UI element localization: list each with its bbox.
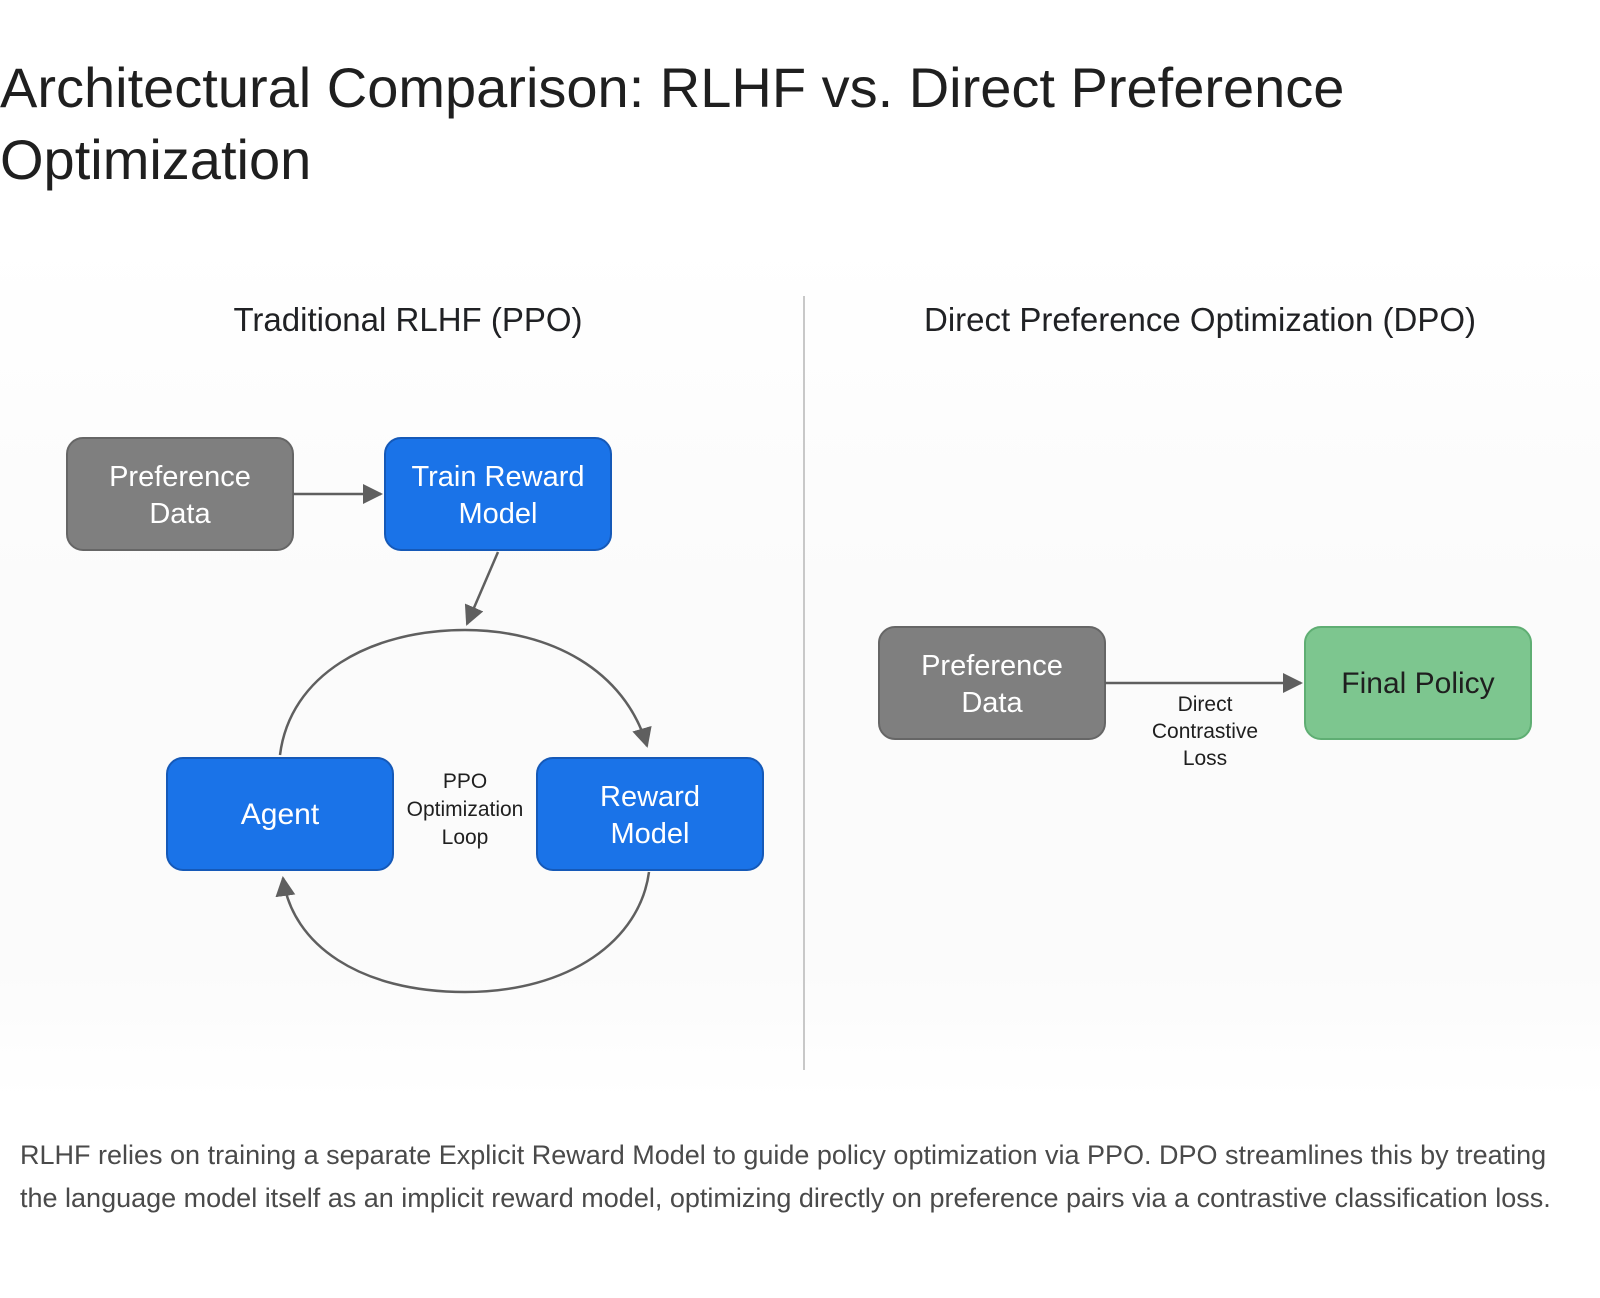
train-reward-model-box: Train Reward Model [384, 437, 612, 551]
reward-model-label-line1: Reward [600, 781, 700, 813]
svg-text:Optimization: Optimization [407, 798, 524, 821]
svg-text:Loss: Loss [1183, 747, 1227, 770]
contrastive-label-line2: Contrastive [1152, 720, 1258, 743]
reward-model-box: Reward Model [536, 757, 764, 871]
ppo-loop-label-line1: PPO [443, 770, 487, 793]
svg-text:Model: Model [459, 498, 538, 530]
train-reward-model-label-line2: Model [459, 498, 538, 530]
dpo-preference-data-box: Preference Data [878, 626, 1106, 740]
train-reward-model-label-line1: Train Reward [412, 461, 585, 493]
svg-text:Final Policy: Final Policy [1341, 667, 1494, 700]
ppo-loop-label-line3: Loop [442, 826, 489, 849]
dpo-heading: Direct Preference Optimization (DPO) [924, 301, 1476, 338]
ppo-loop-label: PPO Optimization Loop [407, 770, 524, 849]
contrastive-label-line3: Loss [1183, 747, 1227, 770]
loop-arc-reward-to-agent [275, 871, 651, 994]
rlhf-preference-data-label-line2: Data [149, 498, 211, 530]
final-policy-label: Final Policy [1341, 667, 1494, 700]
rlhf-preference-data-box: Preference Data [66, 437, 294, 551]
ppo-loop-label-line2: Optimization [407, 798, 524, 821]
arrow-train-to-loop [464, 551, 500, 626]
svg-text:Loop: Loop [442, 826, 489, 849]
contrastive-label-line1: Direct [1178, 693, 1233, 716]
page-title: Architectural Comparison: RLHF vs. Direc… [0, 56, 1345, 191]
rlhf-heading: Traditional RLHF (PPO) [233, 301, 582, 338]
figure-caption: RLHF relies on training a separate Expli… [20, 1140, 1551, 1213]
svg-text:Preference: Preference [921, 650, 1063, 682]
final-policy-box: Final Policy [1304, 626, 1532, 740]
svg-text:Contrastive: Contrastive [1152, 720, 1258, 743]
svg-text:Model: Model [611, 818, 690, 850]
svg-text:PPO: PPO [443, 770, 487, 793]
rlhf-preference-data-label-line1: Preference [109, 461, 251, 493]
svg-text:Train Reward: Train Reward [412, 461, 585, 493]
architecture-diagram: Traditional RLHF (PPO) Preference Data T… [0, 240, 1600, 1100]
agent-label: Agent [241, 798, 320, 831]
svg-text:Preference: Preference [109, 461, 251, 493]
svg-text:Agent: Agent [241, 798, 320, 831]
svg-text:Data: Data [149, 498, 211, 530]
dpo-preference-data-label-line2: Data [961, 687, 1023, 719]
reward-model-label-line2: Model [611, 818, 690, 850]
svg-text:Direct: Direct [1178, 693, 1233, 716]
loop-arc-agent-to-reward [278, 628, 652, 756]
svg-text:Reward: Reward [600, 781, 700, 813]
svg-text:Data: Data [961, 687, 1023, 719]
dpo-preference-data-label-line1: Preference [921, 650, 1063, 682]
agent-box: Agent [166, 757, 394, 871]
direct-contrastive-loss-label: Direct Contrastive Loss [1152, 693, 1258, 770]
